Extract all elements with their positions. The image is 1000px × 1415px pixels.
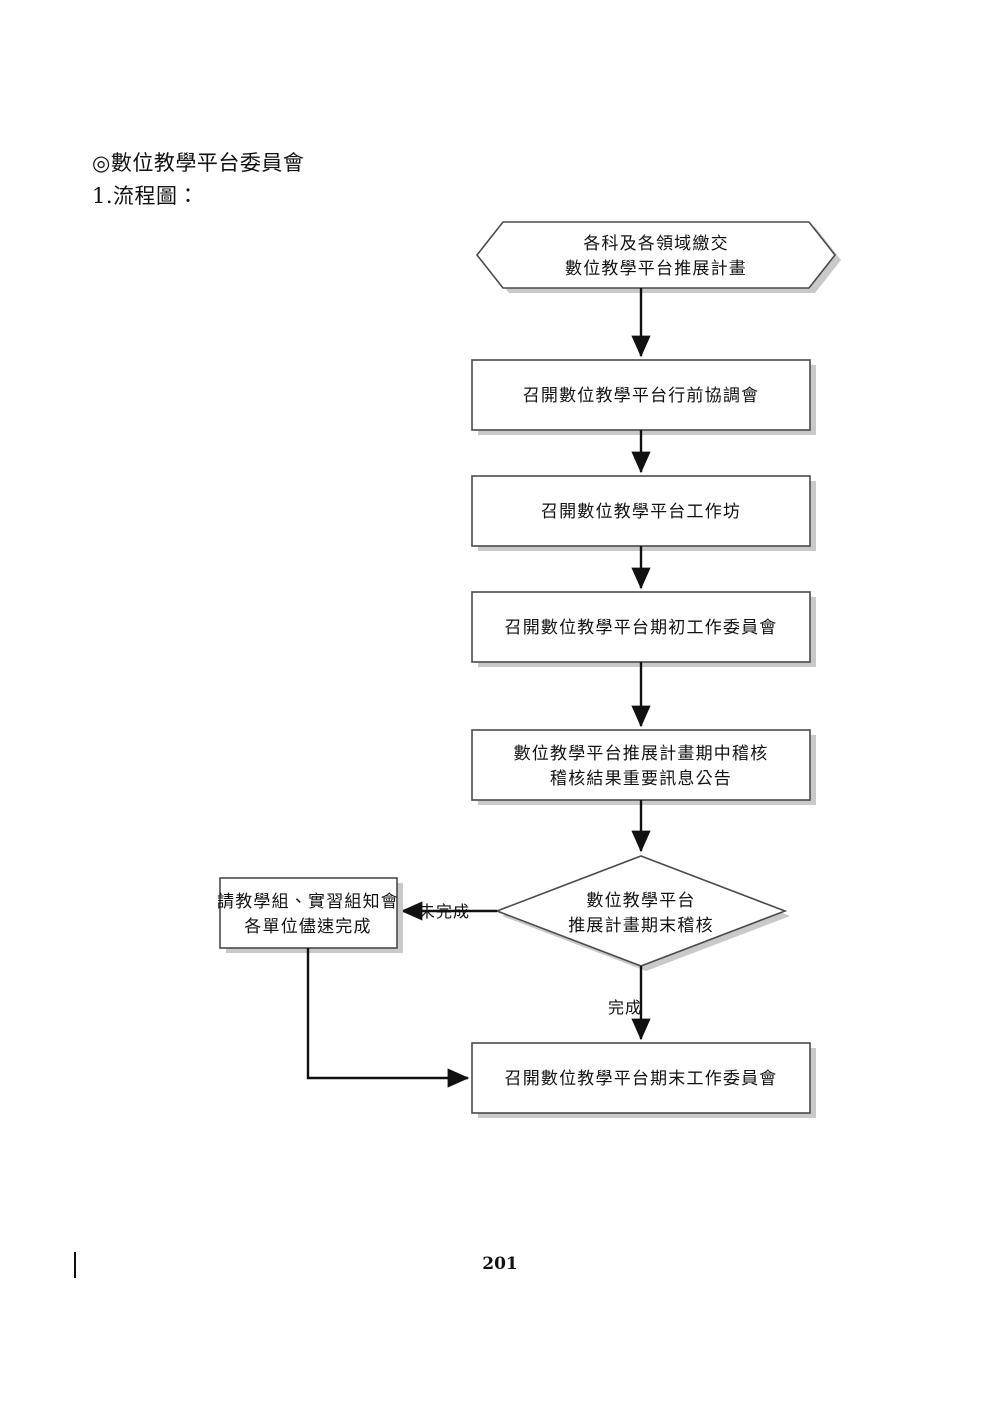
edge-label-incomplete: 未完成 xyxy=(419,902,470,921)
node-decision-line-1: 數位教學平台 xyxy=(586,891,695,911)
section-subtitle: 1.流程圖： xyxy=(92,184,200,208)
page-number: 201 xyxy=(482,1254,518,1274)
node-early-committee[interactable]: 召開數位教學平台期初工作委員會 xyxy=(471,591,816,667)
node-notify-units-line-2: 各單位儘速完成 xyxy=(244,917,371,937)
node-pre-meeting-line-1: 召開數位教學平台行前協調會 xyxy=(523,386,760,406)
edge-notify-units-to-final-committee xyxy=(306,948,470,1088)
node-notify-units-line-1: 請教學組、實習組知會 xyxy=(217,892,399,912)
node-start[interactable]: 各科及各領域繳交 數位教學平台推展計畫 xyxy=(475,221,841,293)
node-start-line-1: 各科及各領域繳交 xyxy=(583,234,729,254)
node-early-committee-line-1: 召開數位教學平台期初工作委員會 xyxy=(505,618,778,638)
node-workshop[interactable]: 召開數位教學平台工作坊 xyxy=(471,475,816,551)
node-mid-audit-line-2: 稽核結果重要訊息公告 xyxy=(550,769,732,789)
node-notify-units[interactable]: 請教學組、實習組知會 各單位儘速完成 xyxy=(217,877,403,953)
node-final-committee[interactable]: 召開數位教學平台期末工作委員會 xyxy=(471,1042,816,1118)
edge-label-complete: 完成 xyxy=(608,998,642,1017)
node-decision-line-2: 推展計畫期末稽核 xyxy=(568,916,714,936)
node-mid-audit[interactable]: 數位教學平台推展計畫期中稽核 稽核結果重要訊息公告 xyxy=(471,729,816,805)
node-pre-meeting[interactable]: 召開數位教學平台行前協調會 xyxy=(471,359,816,435)
node-workshop-line-1: 召開數位教學平台工作坊 xyxy=(541,502,741,522)
node-start-line-2: 數位教學平台推展計畫 xyxy=(565,259,747,279)
page-heading-block: ◎數位教學平台委員會 1.流程圖： xyxy=(92,148,692,212)
page-title: ◎數位教學平台委員會 xyxy=(92,151,305,175)
node-mid-audit-line-1: 數位教學平台推展計畫期中稽核 xyxy=(514,744,769,764)
node-final-committee-line-1: 召開數位教學平台期末工作委員會 xyxy=(505,1069,778,1089)
margin-tick-mark xyxy=(74,1252,76,1278)
node-final-audit-decision[interactable]: 數位教學平台 推展計畫期末稽核 xyxy=(494,855,790,971)
